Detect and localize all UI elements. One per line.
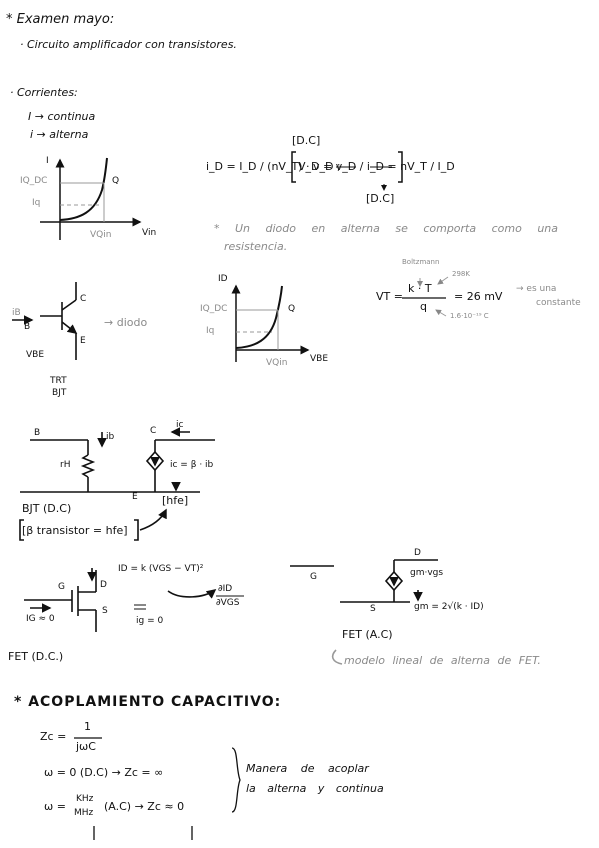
equation1-body: V_D = v_D / i_D = nV_T / I_D xyxy=(298,160,455,173)
fet-ig-arrow: IG ≈ 0 xyxy=(26,614,55,624)
bjt-type1: TRT xyxy=(50,376,67,386)
thermal-temp: 298K xyxy=(452,270,470,278)
fet-label-s: S xyxy=(102,606,108,616)
graph1-iq: Iq xyxy=(32,198,41,208)
fet-ac-src: gm·vgs xyxy=(410,568,444,578)
coupling-zc-num: 1 xyxy=(84,720,91,733)
diode-note-line2: resistencia. xyxy=(224,240,288,253)
fet-ac-label-g: G xyxy=(310,572,317,582)
coupling-line-dc: ω = 0 (D.C) → Zc = ∞ xyxy=(44,766,164,779)
bjt-model-eq: ic = β · ib xyxy=(170,460,214,470)
graph2-iqdc: IQ_DC xyxy=(200,304,228,314)
thermal-result: = 26 mV xyxy=(454,290,503,303)
equation1-dc-bottom: [D.C] xyxy=(366,192,395,205)
equation1-bracket xyxy=(291,151,403,191)
coupling-line-ac-w: ω = xyxy=(44,800,66,813)
graph2-x-label: VBE xyxy=(310,354,329,364)
thermal-numerator: k · T xyxy=(408,282,432,295)
fet-ig-small: ig = 0 xyxy=(136,616,164,626)
bjt-ib: iB xyxy=(12,308,21,318)
bjt-vbe: VBE xyxy=(26,350,45,360)
coupling-brace-note1: Manera de acoplar xyxy=(246,762,369,775)
fet-label-g: G xyxy=(58,582,65,592)
fet-label-d: D xyxy=(100,580,107,590)
fet-ac-label-s: S xyxy=(370,604,376,614)
coupling-drawing xyxy=(74,737,241,840)
bjt-model-caption: BJT (D.C) xyxy=(22,502,72,515)
graph1-q: Q xyxy=(112,176,120,186)
bjt-model-ib: ib xyxy=(106,432,115,442)
bjt-model-yfe: [hfe] xyxy=(162,494,189,507)
coupling-heading: * ACOPLAMIENTO CAPACITIVO: xyxy=(14,694,282,710)
fet-id-eq: ID = k (VGS − VT)² xyxy=(118,564,204,574)
thermal-fraction xyxy=(402,276,449,317)
currents-heading: · Corrientes: xyxy=(10,86,78,99)
coupling-mhz: MHz xyxy=(74,808,94,818)
bjt-diode-arrow: → diodo xyxy=(104,316,148,329)
thermal-charge: 1.6·10⁻¹⁹ C xyxy=(450,312,489,320)
fet-deriv-num: ∂ID xyxy=(218,584,233,594)
bjt-label-c: C xyxy=(80,294,87,304)
graph2-iq: Iq xyxy=(206,326,215,336)
bjt-model-c: C xyxy=(150,426,157,436)
bjt-label-e: E xyxy=(80,336,86,346)
equation1-dc-top: [D.C] xyxy=(292,134,321,147)
thermal-lhs: VT = xyxy=(376,290,403,303)
thermal-note1: → es una xyxy=(516,284,557,294)
fet-ac-gm: gm = 2√(k · ID) xyxy=(414,602,484,612)
bjt-label-b: B xyxy=(24,322,31,332)
bjt-symbol xyxy=(12,282,78,360)
bjt-type2: BJT xyxy=(52,388,67,398)
fet-ac-caption: FET (A.C) xyxy=(342,628,393,641)
page-subtitle: · Circuito amplificador con transistores… xyxy=(20,38,237,51)
fet-symbol xyxy=(24,568,244,632)
fet-deriv-den: ∂VGS xyxy=(216,598,240,608)
bjt-model-b: B xyxy=(34,428,41,438)
fet-ac-note: modelo lineal de alterna de FET. xyxy=(344,654,541,667)
thermal-note2: constante xyxy=(536,298,581,308)
equation1-lhs: i_D = I_D / (nV_T) · v_D ; xyxy=(206,160,341,173)
page-title: * Examen mayo: xyxy=(6,12,115,27)
coupling-zc-lhs: Zc = xyxy=(40,730,67,743)
graph2-q: Q xyxy=(288,304,296,314)
fet-ac-label-d: D xyxy=(414,548,421,558)
graph1-plot xyxy=(40,157,142,240)
bjt-model-ic: ic xyxy=(176,420,184,430)
bjt-model-bracket: [β transistor = hfe] xyxy=(22,524,128,537)
graph1-x-label: Vin xyxy=(142,228,157,238)
graph1-y-label: I xyxy=(46,156,49,166)
bjt-model-rh: rH xyxy=(60,460,71,470)
currents-ac: i → alterna xyxy=(30,128,89,141)
graph2-y-label: ID xyxy=(218,274,228,284)
diode-note-line1: * Un diodo en alterna se comporta como u… xyxy=(214,222,559,235)
graph2-plot xyxy=(231,284,310,362)
fet-ac-circuit xyxy=(290,559,438,665)
thermal-denominator: q xyxy=(420,300,427,313)
thermal-boltzmann: Boltzmann xyxy=(402,258,440,266)
graph1-vqin: VQin xyxy=(90,230,112,240)
bjt-model-circuit xyxy=(19,427,215,541)
graph2-vqin: VQin xyxy=(266,358,288,368)
bjt-model-e: E xyxy=(132,492,138,502)
coupling-line-ac-rest: (A.C) → Zc ≈ 0 xyxy=(104,800,185,813)
fet-caption: FET (D.C.) xyxy=(8,650,64,663)
coupling-zc-den: jωC xyxy=(76,740,96,753)
coupling-brace-note2: la alterna y continua xyxy=(246,782,384,795)
coupling-khz: KHz xyxy=(76,794,94,804)
graph1-iqdc: IQ_DC xyxy=(20,176,48,186)
currents-dc: I → continua xyxy=(28,110,96,123)
